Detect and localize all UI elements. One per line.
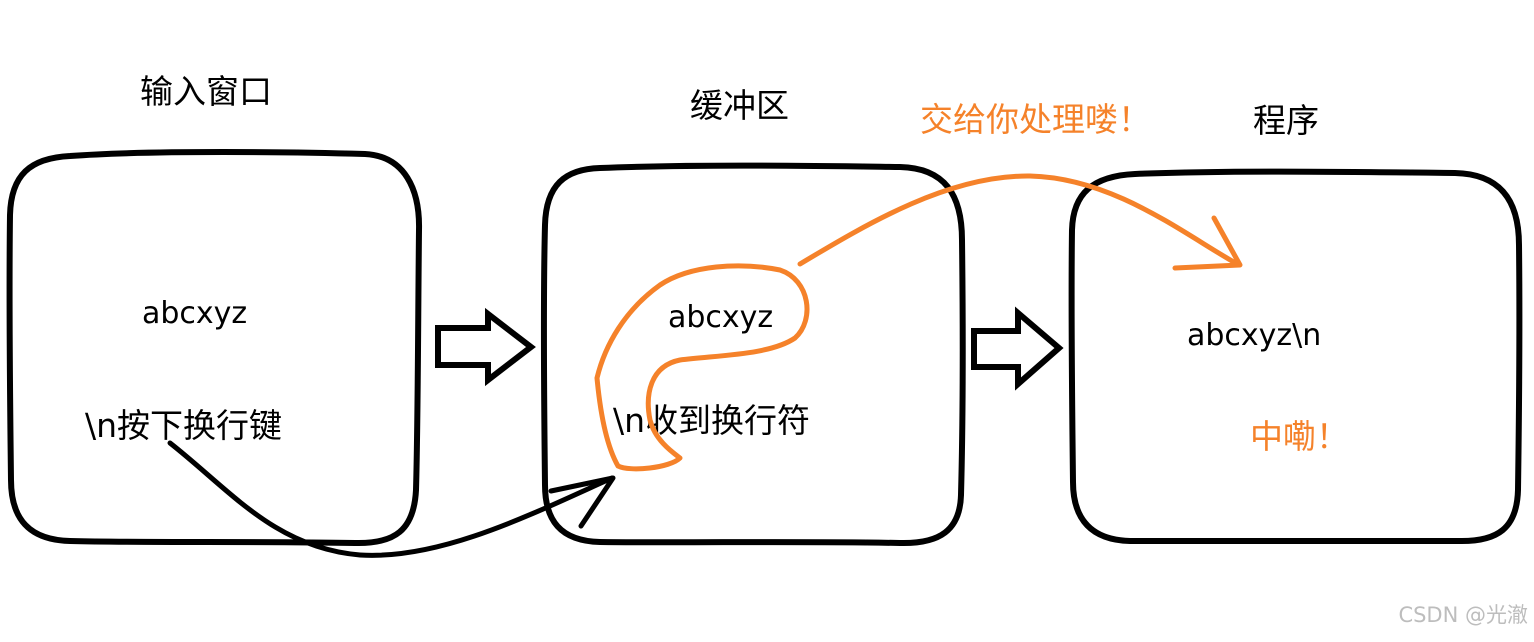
input-window-title: 输入窗口 [140,72,272,111]
buffer-title: 缓冲区 [690,86,789,125]
handoff-annotation: 交给你处理喽！ [920,100,1151,139]
input-window-text: abcxyz [142,296,247,331]
newline-curve-arrow [167,440,615,558]
block-arrow-input-to-buffer [435,307,536,387]
program-box [1068,168,1523,545]
program-title: 程序 [1253,101,1319,140]
block-arrow-buffer-to-program [971,306,1064,391]
handoff-curve-arrow [797,173,1242,268]
newline-curve-arrowhead [548,475,616,529]
program-text: abcxyz\n [1187,318,1321,353]
buffer-text: abcxyz [668,300,773,335]
handoff-curve-arrowhead [1172,215,1243,271]
input-window-newline-text: \n按下换行键 [85,406,282,445]
input-window-box [6,149,423,547]
watermark: CSDN @光澈 [1398,603,1528,627]
buffer-highlight-loop [594,263,810,472]
buffer-box [540,162,966,547]
program-result-text: 中嘞！ [1250,417,1349,456]
buffer-newline-text: \n收到换行符 [613,401,810,440]
